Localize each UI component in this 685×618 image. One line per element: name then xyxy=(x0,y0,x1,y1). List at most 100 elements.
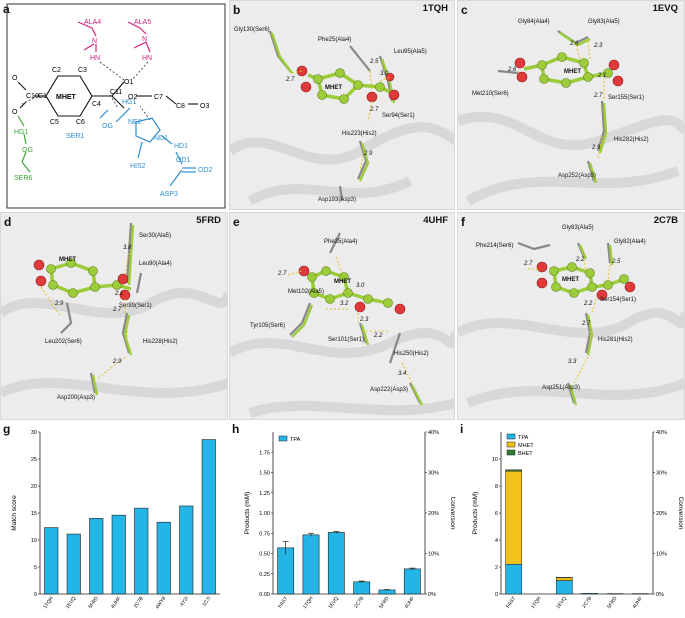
bar xyxy=(353,581,371,595)
residue-label: Phe35(Ala4) xyxy=(324,239,357,245)
bar-segment xyxy=(505,469,523,472)
x-tick-label: 1C7I xyxy=(201,596,212,608)
y-tick-label: 6 xyxy=(495,511,498,517)
bar xyxy=(66,533,81,595)
distance-label: 2.1 xyxy=(114,291,123,297)
bar-segment xyxy=(581,593,599,595)
distance-label: 2.1 xyxy=(597,73,606,79)
distance-label: 3.0 xyxy=(356,283,365,289)
label-ala4: ALA4 xyxy=(84,19,101,26)
residue-label: Met210(Ser6) xyxy=(472,91,509,97)
y-axis-label: Products (mM) xyxy=(244,492,251,535)
y-tick-label: 0.50 xyxy=(259,552,270,558)
x-tick-label: 4WY8 xyxy=(155,596,168,611)
bar xyxy=(44,527,59,595)
pdb-id: 5FRD xyxy=(196,215,221,226)
x-tick-label: FAST xyxy=(505,596,517,610)
label-c8: C8 xyxy=(176,103,185,110)
panel-c: c 1EVQ xyxy=(457,0,685,210)
residue-label: Leu202(Ser6) xyxy=(45,339,82,345)
y-tick-label: 1.00 xyxy=(259,511,270,517)
y-tick-label: 30 xyxy=(31,430,37,436)
y-tick-label: 5 xyxy=(34,565,37,571)
residue-label: Gly84(Ala4) xyxy=(518,19,550,25)
label-ser6: SER6 xyxy=(14,175,32,182)
panel-letter: c xyxy=(461,3,468,17)
structure-svg: Phe35(Ala4) MHET Met102(Ala5) Tyr105(Ser… xyxy=(230,232,454,418)
label-mhet: MHET xyxy=(56,94,77,101)
label-c6: C6 xyxy=(76,119,85,126)
legend-swatch xyxy=(506,441,516,448)
label-o-top: O xyxy=(12,75,18,82)
x-tick-label: 4UHF xyxy=(632,596,644,610)
residue-label: His228(His2) xyxy=(143,339,178,345)
y-tick-label: 10 xyxy=(31,538,37,544)
bar xyxy=(179,505,194,595)
panel-a: a ALA4 N HN ALA5 N HN xyxy=(0,0,228,210)
x-tick-label: 4UHF xyxy=(404,596,416,610)
label-c5: C5 xyxy=(50,119,59,126)
label-o3: O3 xyxy=(200,103,209,110)
label-c2: C2 xyxy=(52,67,61,74)
label-od1: OD1 xyxy=(176,157,191,164)
label-o2: O2 xyxy=(128,94,137,101)
tpa-products-chart: 0.000.250.500.751.001.251.501.75Products… xyxy=(244,430,455,610)
x-tick-label: 1TQH xyxy=(530,595,543,610)
bar xyxy=(111,514,126,595)
y-tick-label: 0.00 xyxy=(259,592,270,598)
label-n-right: N xyxy=(142,36,147,43)
residue-label: Ser154(Ser1) xyxy=(600,297,636,303)
distance-label: 2.7 xyxy=(581,321,591,327)
panel-letter: e xyxy=(233,215,240,229)
distance-label: 2.9 xyxy=(363,151,373,157)
bar-segment xyxy=(555,577,573,581)
y-tick-label: 1.75 xyxy=(259,450,270,456)
distance-label: 2.9 xyxy=(54,301,64,307)
panel-letter: i xyxy=(460,422,464,436)
y-tick-label-right: 20% xyxy=(428,511,439,517)
y-tick-label-right: 30% xyxy=(428,471,439,477)
residue-label: Phe214(Ser6) xyxy=(476,243,513,249)
residue-label: Met102(Ala5) xyxy=(288,289,324,295)
label-hg1-blue: HG1 xyxy=(122,99,137,106)
y-tick-label: 0 xyxy=(34,592,37,598)
legend-label: BHET xyxy=(518,451,533,457)
bar-segment xyxy=(505,470,523,565)
bar xyxy=(327,532,345,595)
label-c3: C3 xyxy=(78,67,87,74)
x-tick-label: FAST xyxy=(277,596,289,610)
residue-label: Leu90(Ala4) xyxy=(139,261,172,267)
label-ne2: NE2 xyxy=(128,119,142,126)
label-c10: C10 xyxy=(26,93,39,100)
pdb-id: 4UHF xyxy=(423,215,448,226)
distance-label: 2.7 xyxy=(285,77,295,83)
distance-label: 2.7 xyxy=(593,93,603,99)
residue-label: His281(His2) xyxy=(598,337,633,343)
residue-label: Ser101(Ser1) xyxy=(328,337,364,343)
y-tick-label: 15 xyxy=(31,511,37,517)
legend-label: MHET xyxy=(518,443,534,449)
residue-label: His282(His2) xyxy=(614,137,649,143)
residue-label: Ser94(Ser1) xyxy=(382,113,415,119)
bar xyxy=(89,518,104,595)
label-od2: OD2 xyxy=(198,167,213,174)
label-og-green: OG xyxy=(22,147,33,154)
label-his2: HIS2 xyxy=(130,163,146,170)
panel-letter: h xyxy=(232,422,240,436)
mhet-label: MHET xyxy=(334,279,351,285)
distance-label: 2.9 xyxy=(112,359,122,365)
y-tick-label: 20 xyxy=(31,484,37,490)
bar xyxy=(277,547,295,595)
mhet-label: MHET xyxy=(562,277,579,283)
bar xyxy=(302,534,320,595)
residue-label: Tyr105(Ser6) xyxy=(250,323,285,329)
x-tick-label: 1EVQ xyxy=(555,596,568,610)
distance-label: 2.9 xyxy=(591,145,601,151)
label-o-bottom: O xyxy=(12,109,18,116)
y-tick-label: 0 xyxy=(495,592,498,598)
label-hn-left: HN xyxy=(90,55,100,62)
x-tick-label: 2C7B xyxy=(353,595,365,609)
